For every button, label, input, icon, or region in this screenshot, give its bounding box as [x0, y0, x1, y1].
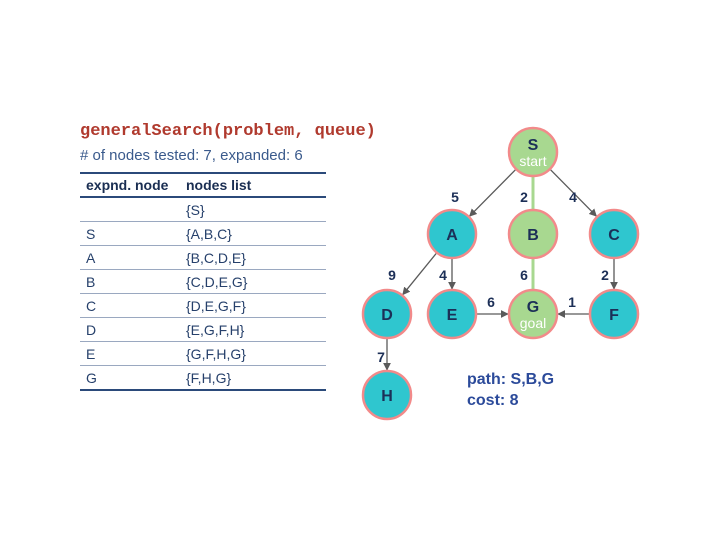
- edge-weight-B-G: 6: [520, 267, 528, 283]
- nodes-list-cell: {G,F,H,G}: [180, 341, 326, 366]
- table-row: A{B,C,D,E}: [80, 245, 326, 270]
- column-header-expanded-node: expnd. node: [80, 172, 180, 198]
- nodes-list-cell: {C,D,E,G}: [180, 269, 326, 294]
- table-row: C{D,E,G,F}: [80, 293, 326, 318]
- table-row: B{C,D,E,G}: [80, 269, 326, 294]
- edge-weight-E-G: 6: [487, 294, 495, 310]
- nodes-list-cell: {D,E,G,F}: [180, 293, 326, 318]
- nodes-list-cell: {F,H,G}: [180, 365, 326, 391]
- node-label-H: H: [381, 388, 393, 405]
- nodes-list-cell: {S}: [180, 197, 326, 222]
- column-header-nodes-list: nodes list: [180, 172, 326, 198]
- expanded-node-cell: [80, 197, 180, 222]
- table-header-row: expnd. node nodes list: [80, 172, 326, 198]
- node-circle-A: [426, 208, 478, 260]
- node-circle-H: [361, 369, 413, 421]
- node-label-G: G: [527, 299, 539, 316]
- search-trace-table: expnd. node nodes list {S} S{A,B,C} A{B,…: [80, 172, 326, 391]
- expanded-node-cell: A: [80, 245, 180, 270]
- graph-node-D: D: [361, 288, 413, 340]
- node-label-D: D: [381, 307, 393, 324]
- edge-weight-D-H: 7: [377, 349, 385, 365]
- expanded-node-cell: G: [80, 365, 180, 391]
- graph-node-F: F: [588, 288, 640, 340]
- node-sublabel-G: goal: [520, 315, 546, 331]
- node-circle-S: [507, 126, 559, 178]
- function-title: generalSearch(problem, queue): [80, 122, 376, 141]
- expanded-node-cell: C: [80, 293, 180, 318]
- edge-weight-C-F: 2: [601, 267, 609, 283]
- edge-weight-S-B: 2: [520, 189, 528, 205]
- node-label-A: A: [446, 227, 458, 244]
- nodes-list-cell: {E,G,F,H}: [180, 317, 326, 342]
- edge-A-D: [402, 252, 438, 296]
- table-row: D{E,G,F,H}: [80, 317, 326, 342]
- nodes-list-cell: {B,C,D,E}: [180, 245, 326, 270]
- graph-node-A: A: [426, 208, 478, 260]
- node-circle-D: [361, 288, 413, 340]
- edge-weight-S-A: 5: [451, 189, 459, 205]
- node-label-B: B: [527, 227, 539, 244]
- node-circle-B: [507, 208, 559, 260]
- node-circle-G: [507, 288, 559, 340]
- result-path: path: S,B,G: [467, 371, 555, 388]
- expanded-node-cell: D: [80, 317, 180, 342]
- expanded-node-cell: E: [80, 341, 180, 366]
- edge-weight-S-C: 4: [569, 189, 577, 205]
- expanded-node-cell: B: [80, 269, 180, 294]
- graph-node-B: B: [507, 208, 559, 260]
- nodes-list-cell: {A,B,C}: [180, 221, 326, 246]
- edge-weight-A-E: 4: [439, 267, 447, 283]
- table-row: G{F,H,G}: [80, 365, 326, 391]
- graph-node-H: H: [361, 369, 413, 421]
- node-label-C: C: [608, 227, 620, 244]
- edge-S-C: [549, 168, 597, 217]
- table-row: E{G,F,H,G}: [80, 341, 326, 366]
- table-row: S{A,B,C}: [80, 221, 326, 246]
- graph-node-E: E: [426, 288, 478, 340]
- node-sublabel-S: start: [519, 153, 546, 169]
- node-circle-F: [588, 288, 640, 340]
- result-cost: cost: 8: [467, 392, 519, 409]
- edge-S-A: [469, 168, 517, 217]
- node-circle-E: [426, 288, 478, 340]
- stats-subtitle: # of nodes tested: 7, expanded: 6: [80, 147, 303, 164]
- node-label-F: F: [609, 307, 619, 324]
- node-label-S: S: [528, 137, 539, 154]
- edge-weight-F-G: 1: [568, 294, 576, 310]
- result-summary: path: S,B,G cost: 8: [467, 369, 554, 411]
- edge-weight-A-D: 9: [388, 267, 396, 283]
- graph-node-C: C: [588, 208, 640, 260]
- node-circle-C: [588, 208, 640, 260]
- node-label-E: E: [447, 307, 458, 324]
- table-row: {S}: [80, 197, 326, 222]
- expanded-node-cell: S: [80, 221, 180, 246]
